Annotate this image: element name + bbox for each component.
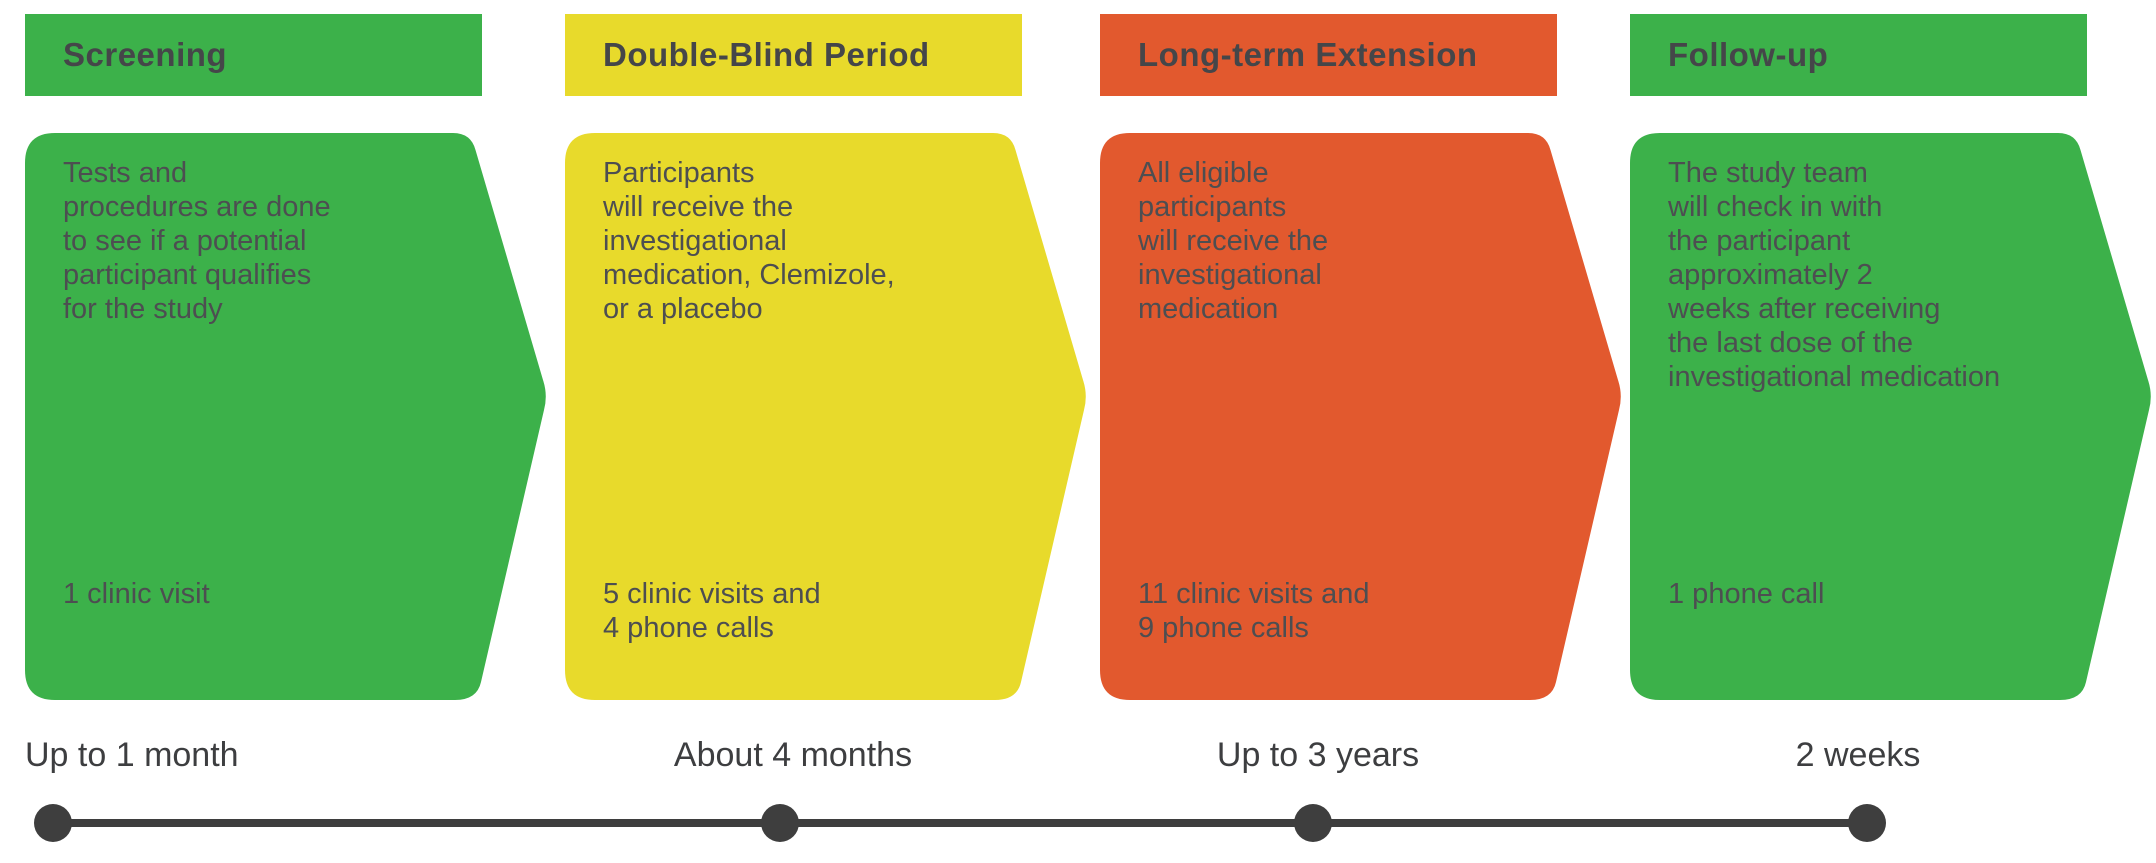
arrow-shape: [1630, 133, 2151, 700]
phase-title: Screening: [63, 36, 228, 73]
phase-header-follow-up: Follow-up: [1630, 14, 2087, 96]
arrow-shape: [25, 133, 546, 700]
phase-header-double-blind: Double-Blind Period: [565, 14, 1022, 96]
phase-description: All eligible participants will receive t…: [1138, 157, 1329, 325]
arrow-shape: [1100, 133, 1621, 700]
phase-description: The study team will check in with the pa…: [1668, 157, 2001, 393]
phase-header-screening: Screening: [25, 14, 482, 96]
phase-duration: About 4 months: [673, 736, 913, 774]
phase-duration: 2 weeks: [1795, 736, 1921, 774]
phase-visits: 11 clinic visits and 9 phone calls: [1138, 578, 1370, 644]
arrow-shape: [565, 133, 1086, 700]
timeline-line: [53, 819, 1867, 827]
phase-title: Follow-up: [1668, 36, 1829, 73]
phase-body-arrow-screening: [25, 133, 546, 700]
timeline-dot-long-term-extension: [1294, 804, 1332, 842]
phase-body-arrow-long-term-extension: [1100, 133, 1621, 700]
timeline-dot-double-blind: [761, 804, 799, 842]
phase-duration: Up to 1 month: [25, 736, 239, 774]
phase-visits: 1 phone call: [1668, 578, 1825, 610]
timeline-dot-screening: [34, 804, 72, 842]
phase-duration: Up to 3 years: [1216, 736, 1420, 774]
timeline-dot-follow-up: [1848, 804, 1886, 842]
phase-header-long-term-extension: Long-term Extension: [1100, 14, 1557, 96]
phase-title: Long-term Extension: [1138, 36, 1478, 73]
phase-visits: 1 clinic visit: [63, 578, 210, 610]
phase-body-arrow-double-blind: [565, 133, 1086, 700]
phase-description: Participants will receive the investigat…: [603, 157, 895, 325]
phase-visits: 5 clinic visits and 4 phone calls: [603, 578, 821, 644]
phase-title: Double-Blind Period: [603, 36, 930, 73]
phase-body-arrow-follow-up: [1630, 133, 2151, 700]
phase-description: Tests and procedures are done to see if …: [63, 157, 331, 325]
